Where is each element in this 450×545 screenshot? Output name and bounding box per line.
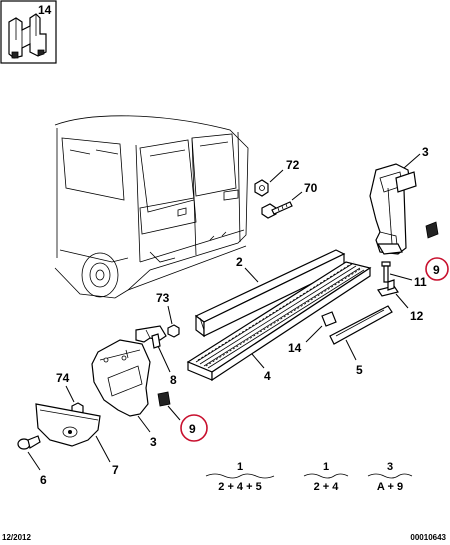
nut-72	[254, 179, 269, 197]
bracket-3-left	[91, 339, 151, 417]
fastener-6	[17, 435, 41, 450]
callout-2: 2	[236, 255, 243, 269]
pad-9-right	[425, 221, 439, 239]
callout-7: 7	[112, 463, 119, 477]
sill-beam-2	[194, 249, 346, 338]
nut-73	[167, 324, 180, 338]
callout-14-mid: 14	[288, 341, 302, 355]
callout-9-left: 9	[189, 422, 196, 436]
callout-9-right: 9	[433, 263, 440, 277]
legend-formula-2: 1 2 + 4	[303, 461, 349, 493]
svg-text:2 + 4: 2 + 4	[314, 481, 340, 493]
rear-bracket-3-right	[369, 163, 417, 255]
inset-clip-box: 14	[0, 0, 57, 64]
callout-70: 70	[304, 181, 318, 195]
callout-6: 6	[40, 473, 47, 487]
callout-4: 4	[264, 369, 271, 383]
footer-date: 12/2012	[2, 533, 31, 542]
callout-73: 73	[156, 291, 170, 305]
clip-14-icon	[8, 13, 47, 59]
svg-text:3: 3	[387, 461, 393, 473]
callout-3-left: 3	[150, 435, 157, 449]
trim-strip-5	[329, 305, 393, 345]
svg-text:A + 9: A + 9	[377, 481, 403, 493]
callout-11: 11	[414, 275, 427, 289]
svg-text:1: 1	[237, 461, 243, 473]
legend-formula-1: 1 2 + 4 + 5	[205, 461, 275, 493]
screw-11	[381, 261, 391, 283]
svg-text:1: 1	[323, 461, 329, 473]
callout-12: 12	[410, 309, 424, 323]
highlight-circle-9-left	[180, 414, 208, 442]
clip-12	[377, 279, 399, 297]
step-board-4	[186, 261, 372, 382]
bracket-8	[135, 325, 167, 349]
clip-14-small	[321, 311, 337, 327]
bolt-70	[261, 201, 293, 219]
footer-reference: 00010643	[410, 533, 446, 542]
callout-74: 74	[56, 371, 70, 385]
callout-5: 5	[356, 363, 363, 377]
legend-formula-3: 3 A + 9	[367, 461, 413, 493]
callout-72: 72	[286, 158, 300, 172]
callout-14-inset: 14	[38, 3, 52, 17]
callout-8: 8	[170, 373, 177, 387]
van-illustration	[54, 115, 249, 299]
highlight-circle-9-right	[425, 257, 449, 281]
callout-3-right: 3	[422, 145, 429, 159]
pad-9-left	[157, 391, 171, 407]
shield-7	[35, 403, 101, 447]
svg-text:2 + 4 + 5: 2 + 4 + 5	[218, 481, 261, 493]
